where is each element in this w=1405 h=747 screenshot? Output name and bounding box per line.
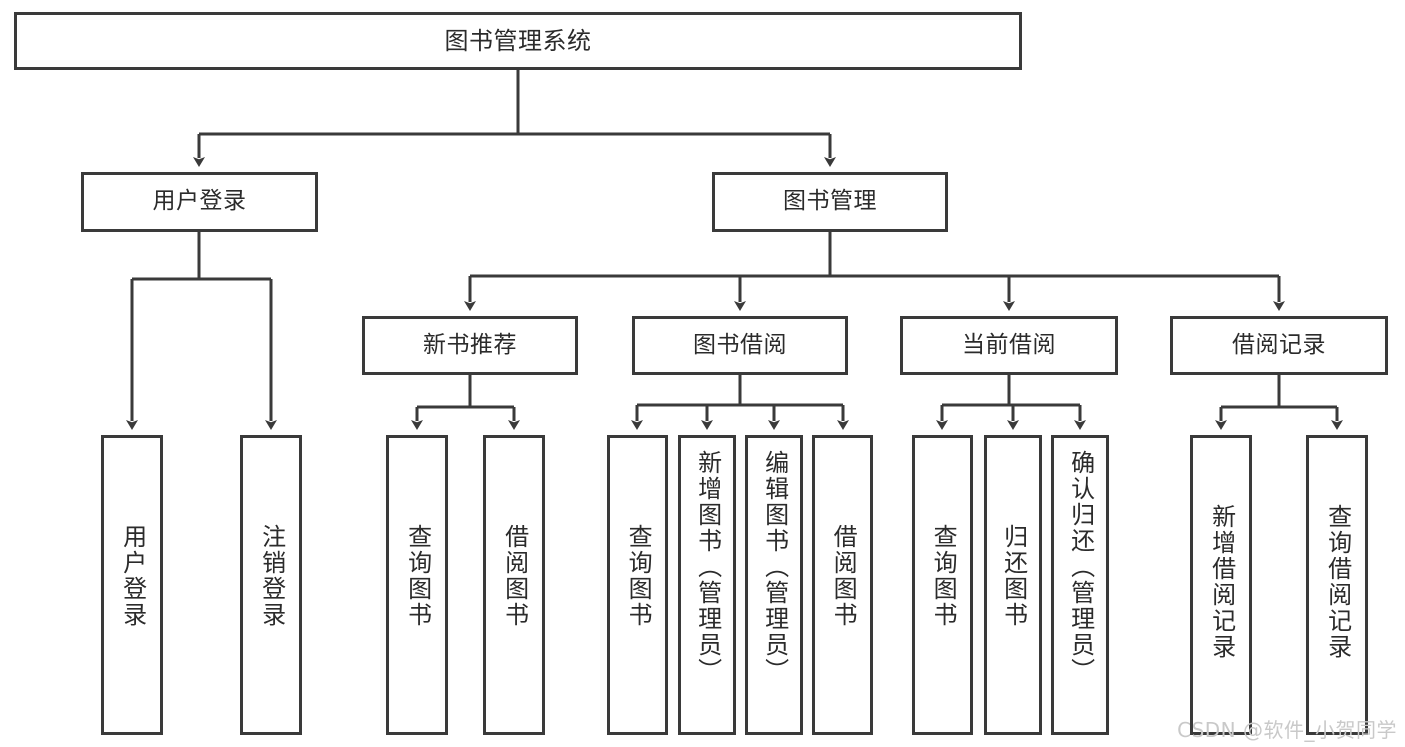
node-new-book-rec-label: 新书推荐 (423, 331, 517, 358)
node-leaf-query-book-3[interactable]: 查询图书 (912, 435, 973, 735)
node-leaf-logout[interactable]: 注销登录 (240, 435, 302, 735)
node-leaf-borrow-book-2-label: 借阅图书 (829, 524, 858, 628)
node-book-manage-label: 图书管理 (783, 188, 877, 215)
node-leaf-user-login[interactable]: 用户登录 (101, 435, 163, 735)
node-leaf-query-book-3-label: 查询图书 (929, 524, 958, 628)
node-leaf-user-login-label: 用户登录 (118, 524, 147, 628)
node-leaf-query-record[interactable]: 查询借阅记录 (1306, 435, 1368, 735)
node-leaf-query-record-label: 查询借阅记录 (1323, 504, 1352, 660)
node-current-borrow-label: 当前借阅 (962, 331, 1056, 358)
node-root[interactable]: 图书管理系统 (14, 12, 1022, 70)
node-user-login[interactable]: 用户登录 (81, 172, 318, 232)
node-leaf-add-book-label: 新增图书（管理员） (693, 450, 722, 684)
node-leaf-borrow-book-1[interactable]: 借阅图书 (483, 435, 545, 735)
node-leaf-query-book-2-label: 查询图书 (624, 524, 653, 628)
watermark: CSDN @软件_小贺同学 (1177, 718, 1397, 742)
node-leaf-add-book[interactable]: 新增图书（管理员） (678, 435, 736, 735)
node-new-book-rec[interactable]: 新书推荐 (362, 316, 578, 375)
node-leaf-borrow-book-2[interactable]: 借阅图书 (812, 435, 873, 735)
node-book-borrow[interactable]: 图书借阅 (632, 316, 848, 375)
node-leaf-borrow-book-1-label: 借阅图书 (500, 524, 529, 628)
node-leaf-logout-label: 注销登录 (257, 524, 286, 628)
node-leaf-add-record-label: 新增借阅记录 (1207, 504, 1236, 660)
node-leaf-query-book-1[interactable]: 查询图书 (386, 435, 448, 735)
node-book-manage[interactable]: 图书管理 (712, 172, 948, 232)
node-user-login-label: 用户登录 (152, 188, 247, 215)
node-leaf-confirm-return-label: 确认归还（管理员） (1066, 450, 1095, 684)
node-leaf-query-book-2[interactable]: 查询图书 (607, 435, 668, 735)
node-leaf-query-book-1-label: 查询图书 (403, 524, 432, 628)
node-leaf-return-book[interactable]: 归还图书 (984, 435, 1042, 735)
node-current-borrow[interactable]: 当前借阅 (900, 316, 1118, 375)
node-root-label: 图书管理系统 (444, 26, 592, 55)
node-leaf-return-book-label: 归还图书 (999, 524, 1028, 628)
node-leaf-edit-book[interactable]: 编辑图书（管理员） (745, 435, 803, 735)
node-leaf-edit-book-label: 编辑图书（管理员） (760, 450, 789, 684)
node-borrow-record[interactable]: 借阅记录 (1170, 316, 1388, 375)
node-borrow-record-label: 借阅记录 (1232, 331, 1326, 358)
node-leaf-confirm-return[interactable]: 确认归还（管理员） (1051, 435, 1109, 735)
node-book-borrow-label: 图书借阅 (693, 331, 787, 358)
node-leaf-add-record[interactable]: 新增借阅记录 (1190, 435, 1252, 735)
